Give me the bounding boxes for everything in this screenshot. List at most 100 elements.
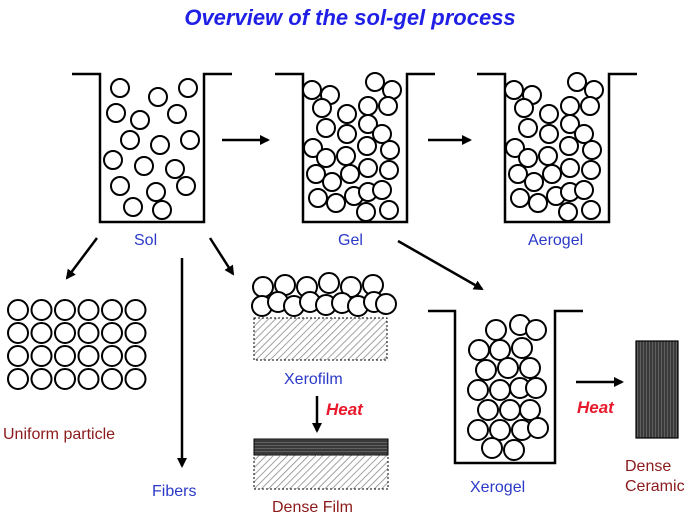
particle xyxy=(124,299,147,321)
particle xyxy=(130,110,150,130)
particle xyxy=(340,164,360,184)
particle xyxy=(180,130,200,150)
particle xyxy=(582,140,602,160)
dense-film-substrate xyxy=(253,454,389,490)
particle xyxy=(337,124,357,144)
label-dense-ceramic-line1: Dense xyxy=(625,458,672,475)
particle xyxy=(581,160,601,180)
particle xyxy=(306,164,326,184)
particle xyxy=(475,359,497,381)
particle xyxy=(372,180,392,200)
particle xyxy=(358,96,378,116)
particle xyxy=(468,339,490,361)
particle xyxy=(110,176,130,196)
particle xyxy=(356,202,376,222)
particle xyxy=(542,164,562,184)
arrow-sol-to-uniform xyxy=(65,237,98,280)
particle xyxy=(519,357,541,379)
particle xyxy=(101,368,123,390)
label-gel: Gel xyxy=(338,232,363,249)
particle xyxy=(467,379,489,401)
particle xyxy=(124,345,147,367)
particle xyxy=(505,138,525,158)
particle xyxy=(477,399,499,421)
particle xyxy=(337,104,357,124)
particle xyxy=(106,103,126,123)
particle xyxy=(378,96,398,116)
particle xyxy=(574,124,594,144)
label-aerogel: Aerogel xyxy=(528,232,584,249)
particle xyxy=(134,156,154,176)
particle xyxy=(103,150,123,170)
dense-film-illustration xyxy=(253,438,389,490)
particle xyxy=(379,200,399,220)
particle xyxy=(336,146,356,166)
particle xyxy=(54,345,76,367)
particle xyxy=(322,172,342,192)
particle xyxy=(560,96,580,116)
particle xyxy=(467,419,489,441)
particle xyxy=(525,377,547,399)
label-heat-ceramic: Heat xyxy=(577,398,614,417)
particle xyxy=(560,114,580,134)
arrow-gel-to-xerogel xyxy=(397,239,484,291)
label-sol: Sol xyxy=(134,232,158,249)
particle xyxy=(101,322,123,344)
particle xyxy=(146,182,166,202)
particle xyxy=(518,118,538,138)
particle xyxy=(358,158,378,178)
particle xyxy=(519,399,541,421)
particle xyxy=(539,104,559,124)
particle xyxy=(497,357,519,379)
aerogel-beaker xyxy=(477,72,637,224)
particle xyxy=(357,136,377,156)
particle xyxy=(525,319,547,341)
label-xerogel: Xerogel xyxy=(470,479,526,496)
particle xyxy=(150,135,170,155)
particle xyxy=(316,118,336,138)
particle xyxy=(312,98,332,118)
particle xyxy=(178,78,198,98)
label-heat-film: Heat xyxy=(326,400,363,419)
particle xyxy=(252,276,274,298)
diagram-title: Overview of the sol-gel process xyxy=(184,5,516,30)
particle xyxy=(7,322,29,344)
xerofilm-substrate xyxy=(253,317,388,361)
particle xyxy=(77,345,100,367)
particle xyxy=(514,98,534,118)
particle xyxy=(77,368,100,390)
particle xyxy=(124,322,147,344)
particle xyxy=(124,368,147,390)
uniform-particles-grid xyxy=(7,299,147,390)
particle xyxy=(504,80,524,100)
particle xyxy=(489,339,511,361)
particle xyxy=(30,345,53,367)
label-dense-ceramic-line2: Ceramic xyxy=(625,478,685,495)
particle xyxy=(152,200,172,220)
label-dense-film: Dense Film xyxy=(272,499,353,516)
label-uniform-particle: Uniform particle xyxy=(3,426,116,443)
particle xyxy=(485,319,507,341)
particle xyxy=(580,96,600,116)
particle xyxy=(527,417,549,439)
particle xyxy=(120,130,140,150)
particle xyxy=(30,299,53,321)
dense-film-layer xyxy=(253,438,389,456)
particle xyxy=(528,193,548,213)
particle xyxy=(481,437,503,459)
particle xyxy=(54,368,76,390)
particle xyxy=(7,368,29,390)
particle xyxy=(302,80,322,100)
particle xyxy=(176,176,196,196)
particle xyxy=(77,299,100,321)
particle xyxy=(581,200,601,220)
particle xyxy=(316,148,336,168)
particle xyxy=(372,124,392,144)
particle xyxy=(365,72,385,92)
particle xyxy=(303,138,323,158)
particle xyxy=(167,104,187,124)
particle xyxy=(489,419,511,441)
dense-ceramic-block xyxy=(635,340,679,439)
aerogel-particles xyxy=(504,72,604,222)
